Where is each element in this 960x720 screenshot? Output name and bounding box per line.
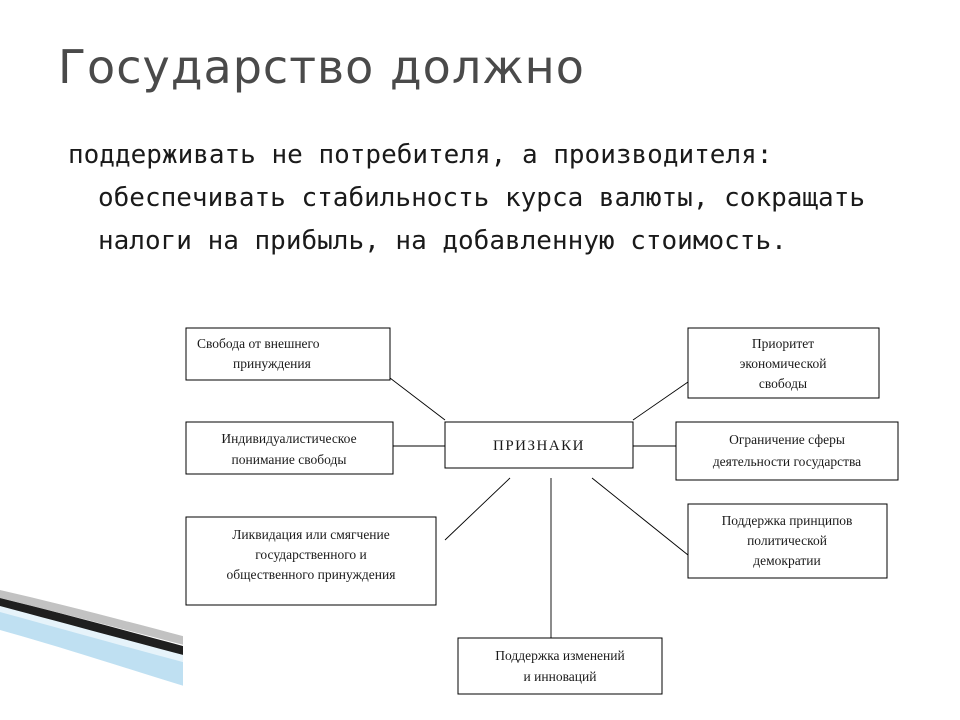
node-individualistic-line-2: понимание свободы	[232, 452, 347, 467]
node-limitation: Ограничение сферы деятельности государст…	[675, 421, 899, 481]
swoosh-gray-band	[0, 590, 520, 720]
node-limitation-line-2: деятельности государства	[713, 454, 861, 469]
node-innovation-line-2: и инноваций	[524, 669, 597, 684]
node-democracy-line-2: политической	[747, 533, 827, 548]
connector-priority	[632, 381, 689, 421]
node-innovation: Поддержка изменений и инноваций	[457, 637, 663, 695]
node-liquidation-line-2: государственного и	[255, 547, 367, 562]
node-freedom-coercion-line-2: принуждения	[233, 356, 311, 371]
node-priority-line-2: экономической	[740, 356, 827, 371]
node-priority-line-1: Приоритет	[752, 336, 814, 351]
connector-freedom-coercion	[389, 377, 446, 421]
node-democracy: Поддержка принципов политической демокра…	[687, 503, 888, 579]
connector-democracy	[591, 477, 689, 556]
node-liquidation: Ликвидация или смягчение государственног…	[185, 516, 437, 606]
node-innovation-line-1: Поддержка изменений	[495, 648, 624, 663]
node-democracy-line-1: Поддержка принципов	[722, 513, 853, 528]
node-priority: Приоритет экономической свободы	[687, 327, 880, 399]
node-liquidation-line-1: Ликвидация или смягчение	[232, 527, 390, 542]
center-node: ПРИЗНАКИ	[444, 421, 634, 469]
connector-liquidation	[444, 477, 511, 541]
node-priority-line-3: свободы	[759, 376, 807, 391]
node-individualistic: Индивидуалистическое понимание свободы	[185, 421, 394, 475]
slide-bullet-text: поддерживать не потребителя, а производи…	[68, 140, 866, 256]
node-freedom-coercion: Свобода от внешнего принуждения	[185, 327, 391, 381]
slide-title: Государство должно	[58, 40, 585, 94]
swoosh-dark-band	[0, 598, 470, 720]
node-limitation-line-1: Ограничение сферы	[729, 432, 845, 447]
node-democracy-line-3: демократии	[753, 553, 820, 568]
node-liquidation-line-3: общественного принуждения	[227, 567, 396, 582]
node-freedom-coercion-line-1: Свобода от внешнего	[197, 336, 320, 351]
node-individualistic-line-1: Индивидуалистическое	[221, 431, 356, 446]
center-node-label: ПРИЗНАКИ	[493, 438, 585, 454]
